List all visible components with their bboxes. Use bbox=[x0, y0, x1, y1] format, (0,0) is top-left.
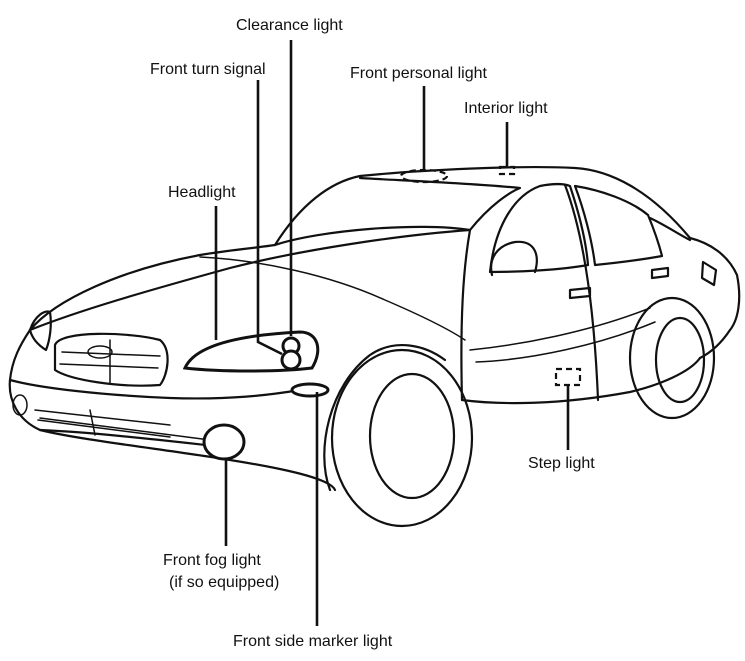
step-light-label: Step light bbox=[528, 455, 595, 472]
clearance-light-label: Clearance light bbox=[236, 17, 343, 34]
interior-light-label: Interior light bbox=[464, 100, 548, 117]
leader-front-turn-signal bbox=[256, 80, 283, 356]
front-personal-light-label: Front personal light bbox=[350, 65, 487, 82]
leader-lines bbox=[214, 40, 570, 626]
step-lamp bbox=[554, 367, 582, 387]
front-turn-signal-label: Front turn signal bbox=[150, 61, 266, 78]
headlight-label: Headlight bbox=[168, 184, 236, 201]
front-side-marker-light-label: Front side marker light bbox=[233, 633, 393, 650]
front-fog-light-label: Front fog light bbox=[163, 552, 261, 569]
front-fog-light-note: (if so equipped) bbox=[169, 574, 280, 591]
car-body bbox=[8, 166, 741, 528]
side-marker-lamp bbox=[290, 382, 330, 398]
fog-lamp bbox=[202, 423, 246, 461]
turn-signal-lamp bbox=[280, 336, 302, 371]
